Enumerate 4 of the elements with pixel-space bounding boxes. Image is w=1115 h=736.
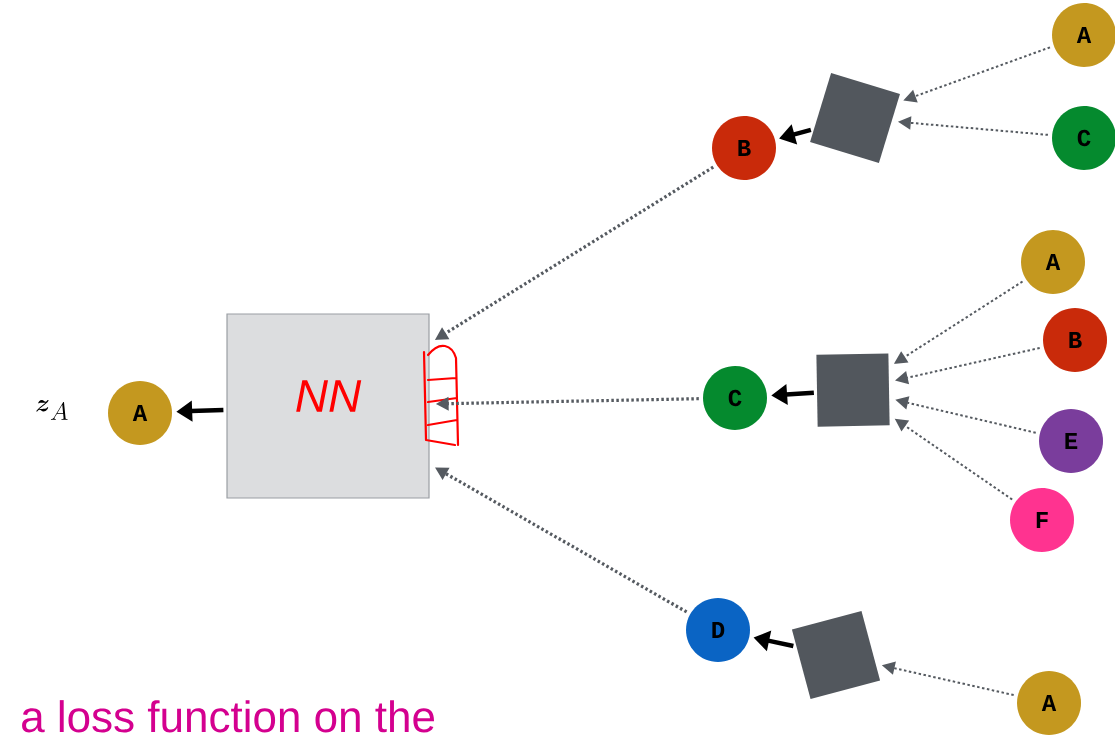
slide-text: a loss function on the <box>22 700 434 733</box>
aggregation-square <box>816 353 890 427</box>
neural-network-box: NN <box>226 313 430 499</box>
node-symbol: $\boldsymbol{z}_A$ <box>36 400 68 420</box>
